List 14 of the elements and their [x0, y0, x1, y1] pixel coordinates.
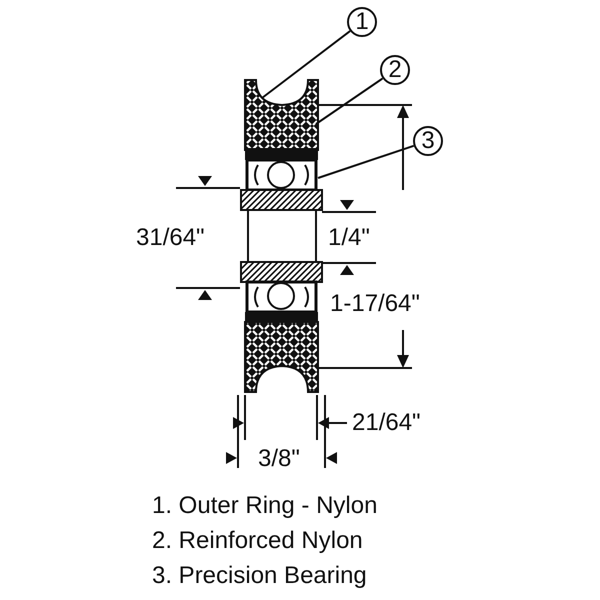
- leader-line: [261, 30, 351, 99]
- callout-number: 1: [347, 7, 377, 37]
- dimension-label: 1/4": [328, 226, 370, 250]
- callout-number: 2: [380, 55, 410, 85]
- callout-number: 3: [413, 126, 443, 156]
- dimension-label: 3/8": [258, 447, 300, 471]
- legend-item: 2. Reinforced Nylon: [152, 529, 363, 553]
- leader-line: [315, 78, 384, 125]
- legend-item: 1. Outer Ring - Nylon: [152, 494, 378, 518]
- dimension-label: 31/64": [136, 226, 205, 250]
- dimension-label: 21/64": [352, 411, 421, 435]
- leader-line: [318, 144, 414, 179]
- dimension-label: 1-17/64": [330, 292, 420, 316]
- legend-item: 3. Precision Bearing: [152, 564, 367, 588]
